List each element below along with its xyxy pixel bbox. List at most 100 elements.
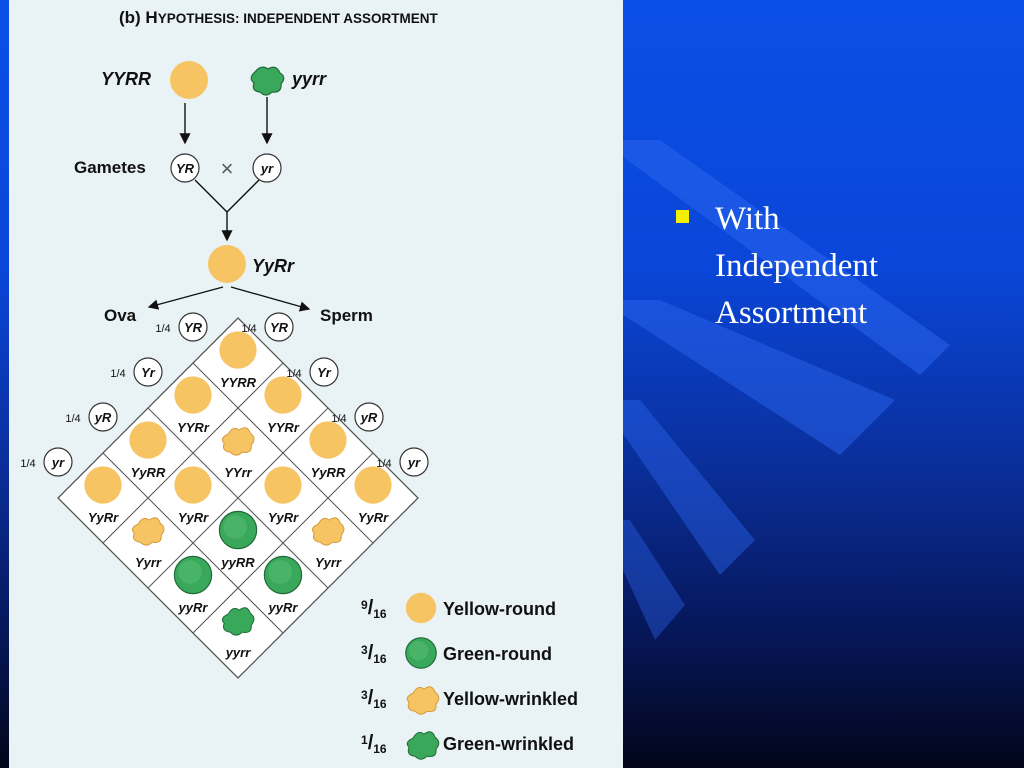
dihybrid-cross-diagram: (b) HYPOTHESIS: INDEPENDENT ASSORTMENT Y… [20, 8, 578, 760]
grid-line [147, 407, 329, 589]
gamete-fraction: 1/4 [110, 368, 125, 380]
legend-pea-yellow-wrinkled-icon [406, 686, 440, 715]
parent2-pea-green-wrinkled [250, 66, 285, 96]
punnett-cell: YYrr [221, 427, 255, 480]
parent1-pea-yellow-round [170, 61, 208, 99]
cell-genotype: YyRr [88, 510, 119, 525]
ova-gamete-3: 1/4 yr [20, 447, 73, 477]
cell-genotype: YYRR [220, 375, 257, 390]
cell-genotype: Yyrr [315, 555, 342, 570]
parent1-genotype: YYRR [101, 69, 151, 89]
gamete-circle [43, 447, 73, 477]
cell-genotype: YyRr [268, 510, 299, 525]
sperm-gamete-1: 1/4 Yr [286, 357, 339, 387]
cell-genotype: yyRr [268, 600, 299, 615]
punnett-cell: yyRR [218, 510, 258, 570]
punnett-cell: YYRr [264, 376, 302, 435]
gamete-genotype: YR [184, 320, 203, 335]
punnett-cell: YyRR [129, 421, 167, 480]
gamete-fraction: 1/4 [20, 458, 35, 470]
figure-title: (b) HYPOTHESIS: INDEPENDENT ASSORTMENT [119, 8, 438, 27]
pea-yellow-round-icon [129, 421, 167, 459]
punnett-cell: YyRR [309, 421, 347, 480]
f1-pea-yellow-round [208, 245, 246, 283]
arrow-merge [194, 179, 260, 213]
gamete-genotype: YR [270, 320, 289, 335]
gamete-fraction: 1/4 [155, 323, 170, 335]
gamete-genotype: yR [94, 410, 112, 425]
gamete-genotype: yR [360, 410, 378, 425]
cross-symbol: × [221, 156, 234, 181]
cell-genotype: YyRR [311, 465, 346, 480]
gamete-fraction: 1/4 [331, 413, 346, 425]
gamete-fraction: 1/4 [241, 323, 256, 335]
pea-yellow-wrinkled-icon [131, 517, 165, 546]
pea-yellow-round-icon [219, 331, 257, 369]
pea-yellow-round-icon [174, 376, 212, 414]
grid-line [102, 452, 284, 634]
pea-yellow-round-icon [264, 466, 302, 504]
cell-genotype: YyRR [131, 465, 166, 480]
pea-yellow-round-icon [264, 376, 302, 414]
gametes-label: Gametes [74, 158, 146, 177]
arrow-to-sperm [230, 286, 311, 312]
legend-fraction: 3/16 [361, 642, 387, 666]
bullet-text: With Independent Assortment [715, 201, 879, 331]
gamete-circle [354, 402, 384, 432]
gamete-circle-2 [252, 153, 282, 183]
cell-genotype: yyRR [220, 555, 255, 570]
gamete-fraction: 1/4 [286, 368, 301, 380]
gamete-genotype: yr [407, 455, 421, 470]
punnett-cell: yyRr [173, 555, 213, 615]
punnett-cell: YyRr [354, 466, 392, 525]
gamete-circle [88, 402, 118, 432]
punnett-cell: YyRr [174, 466, 212, 525]
f1-genotype: YyRr [252, 256, 295, 276]
pea-yellow-round-icon [174, 466, 212, 504]
punnett-cell: YYRr [174, 376, 212, 435]
legend-item-green-round: 3/16 Green-round [361, 637, 552, 669]
legend-fraction: 1/16 [361, 732, 387, 756]
gamete-label-1: YR [176, 161, 195, 176]
gamete-label-2: yr [260, 161, 274, 176]
gamete-genotype: Yr [317, 365, 332, 380]
punnett-cell: yyRr [263, 555, 303, 615]
cell-genotype: YyRr [178, 510, 209, 525]
pea-green-round-icon [173, 555, 213, 595]
pea-green-round-icon [218, 510, 258, 550]
cell-genotype: YYRr [267, 420, 300, 435]
sperm-label: Sperm [320, 306, 373, 325]
ova-label: Ova [104, 306, 137, 325]
gamete-circle [178, 312, 208, 342]
gamete-circle [399, 447, 429, 477]
punnett-cell: YyRr [264, 466, 302, 525]
cell-genotype: yyRr [178, 600, 209, 615]
figure-panel: (b) HYPOTHESIS: INDEPENDENT ASSORTMENT Y… [9, 0, 623, 768]
arrow-to-ova [147, 286, 224, 310]
gamete-fraction: 1/4 [376, 458, 391, 470]
legend-pea-green-wrinkled-icon [406, 731, 440, 760]
pea-green-round-icon [263, 555, 303, 595]
pea-yellow-round-icon [309, 421, 347, 459]
bullet-square-icon [676, 210, 689, 223]
punnett-cell: YYRR [219, 331, 257, 390]
legend-label: Yellow-wrinkled [443, 689, 578, 709]
sperm-gamete-0: 1/4 YR [241, 312, 294, 342]
punnett-cell: Yyrr [311, 517, 345, 570]
cell-genotype: YyRr [358, 510, 389, 525]
gamete-genotype: yr [51, 455, 65, 470]
gamete-circle [309, 357, 339, 387]
pea-yellow-wrinkled-icon [311, 517, 345, 546]
punnett-cell: Yyrr [131, 517, 165, 570]
cell-genotype: YYrr [224, 465, 252, 480]
pea-yellow-round-icon [354, 466, 392, 504]
cell-genotype: YYRr [177, 420, 210, 435]
legend-label: Green-round [443, 644, 552, 664]
